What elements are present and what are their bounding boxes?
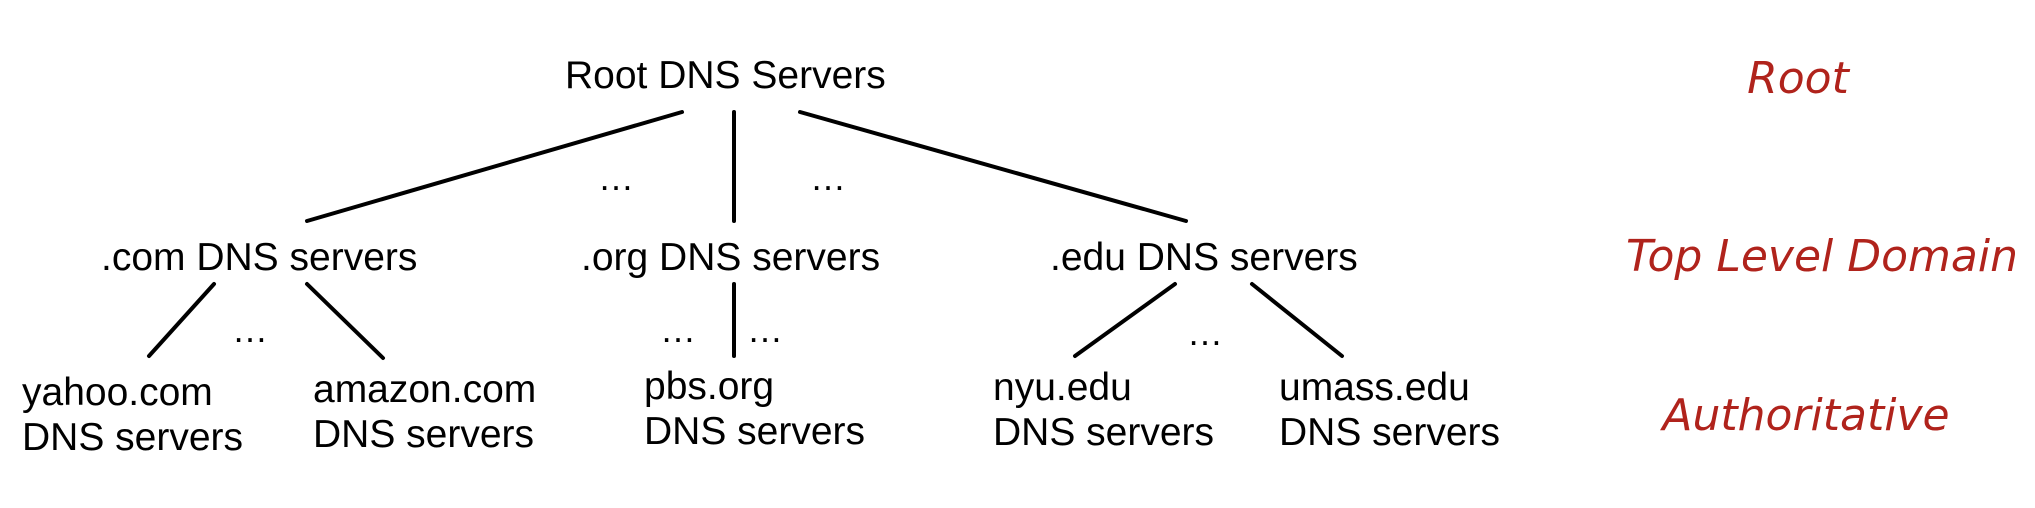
umass-domain-label: umass.edu bbox=[1279, 366, 1470, 409]
level-label-root: Root bbox=[1747, 53, 1849, 104]
ellipsis-com: … bbox=[232, 309, 268, 350]
ellipsis-org-right: … bbox=[747, 309, 783, 350]
edge-com-amazon bbox=[305, 282, 385, 360]
nyu-domain-label: nyu.edu bbox=[993, 366, 1132, 409]
ellipsis-edu: … bbox=[1187, 312, 1223, 353]
pbs-servers-label: DNS servers bbox=[644, 410, 866, 453]
amazon-domain-label: amazon.com bbox=[313, 368, 537, 411]
edge-edu-nyu bbox=[1073, 282, 1177, 358]
pbs-dns-servers-node: pbs.org DNS servers bbox=[644, 364, 865, 454]
ellipsis-org-left: … bbox=[660, 309, 696, 350]
com-dns-servers-label: .com DNS servers bbox=[101, 236, 418, 279]
edge-com-yahoo bbox=[147, 282, 216, 358]
ellipsis-root-left: … bbox=[598, 157, 634, 198]
edu-dns-servers-label: .edu DNS servers bbox=[1050, 236, 1358, 279]
root-dns-servers-label: Root DNS Servers bbox=[565, 54, 886, 97]
umass-dns-servers-node: umass.edu DNS servers bbox=[1279, 365, 1500, 455]
edge-root-com bbox=[305, 110, 684, 223]
ellipsis-root-right: … bbox=[810, 157, 846, 198]
root-dns-servers-node: Root DNS Servers bbox=[565, 53, 886, 98]
org-dns-servers-label: .org DNS servers bbox=[581, 236, 881, 279]
yahoo-dns-servers-node: yahoo.com DNS servers bbox=[22, 370, 243, 460]
yahoo-domain-label: yahoo.com bbox=[22, 371, 213, 414]
level-label-tld: Top Level Domain bbox=[1626, 231, 2018, 282]
org-dns-servers-node: .org DNS servers bbox=[581, 235, 880, 280]
nyu-servers-label: DNS servers bbox=[993, 411, 1215, 454]
amazon-servers-label: DNS servers bbox=[313, 413, 535, 456]
nyu-dns-servers-node: nyu.edu DNS servers bbox=[993, 365, 1214, 455]
amazon-dns-servers-node: amazon.com DNS servers bbox=[313, 367, 536, 457]
edge-root-edu bbox=[798, 110, 1188, 223]
umass-servers-label: DNS servers bbox=[1279, 411, 1501, 454]
pbs-domain-label: pbs.org bbox=[644, 365, 775, 408]
com-dns-servers-node: .com DNS servers bbox=[101, 235, 417, 280]
edu-dns-servers-node: .edu DNS servers bbox=[1050, 235, 1358, 280]
yahoo-servers-label: DNS servers bbox=[22, 416, 244, 459]
level-label-authoritative: Authoritative bbox=[1662, 390, 1950, 441]
edge-edu-umass bbox=[1250, 282, 1344, 358]
